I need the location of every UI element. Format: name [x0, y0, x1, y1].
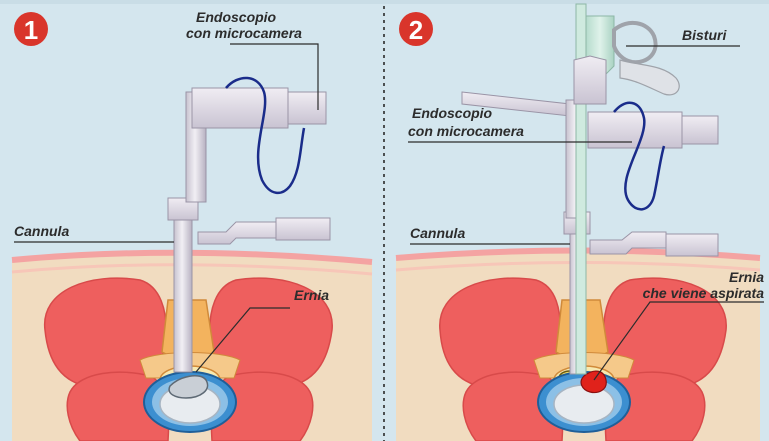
endoscope-body [192, 88, 288, 128]
side-port-cap [276, 218, 330, 240]
step-number-2: 2 [409, 15, 423, 45]
microcamera [682, 116, 718, 144]
scalpel-collar [574, 56, 606, 104]
label-endoscope-line1: Endoscopio [412, 105, 493, 121]
label-hernia-line1: Ernia [729, 269, 764, 285]
step-number-1: 1 [24, 15, 38, 45]
cannula-tube [174, 212, 192, 372]
label-hernia: Ernia [294, 287, 329, 303]
label-endoscope-line2: con microcamera [408, 123, 524, 139]
label-cannula: Cannula [14, 223, 69, 239]
endoscope-body [588, 112, 682, 148]
microcamera [288, 92, 326, 124]
disc-nucleus [554, 385, 614, 423]
label-endoscope-line2: con microcamera [186, 25, 302, 41]
side-port-cap [666, 234, 718, 256]
label-scalpel: Bisturi [682, 27, 727, 43]
diagram-top-band [0, 0, 769, 4]
label-cannula: Cannula [410, 225, 465, 241]
label-endoscope-line1: Endoscopio [196, 9, 277, 25]
label-hernia-line2: che viene aspirata [643, 285, 765, 301]
